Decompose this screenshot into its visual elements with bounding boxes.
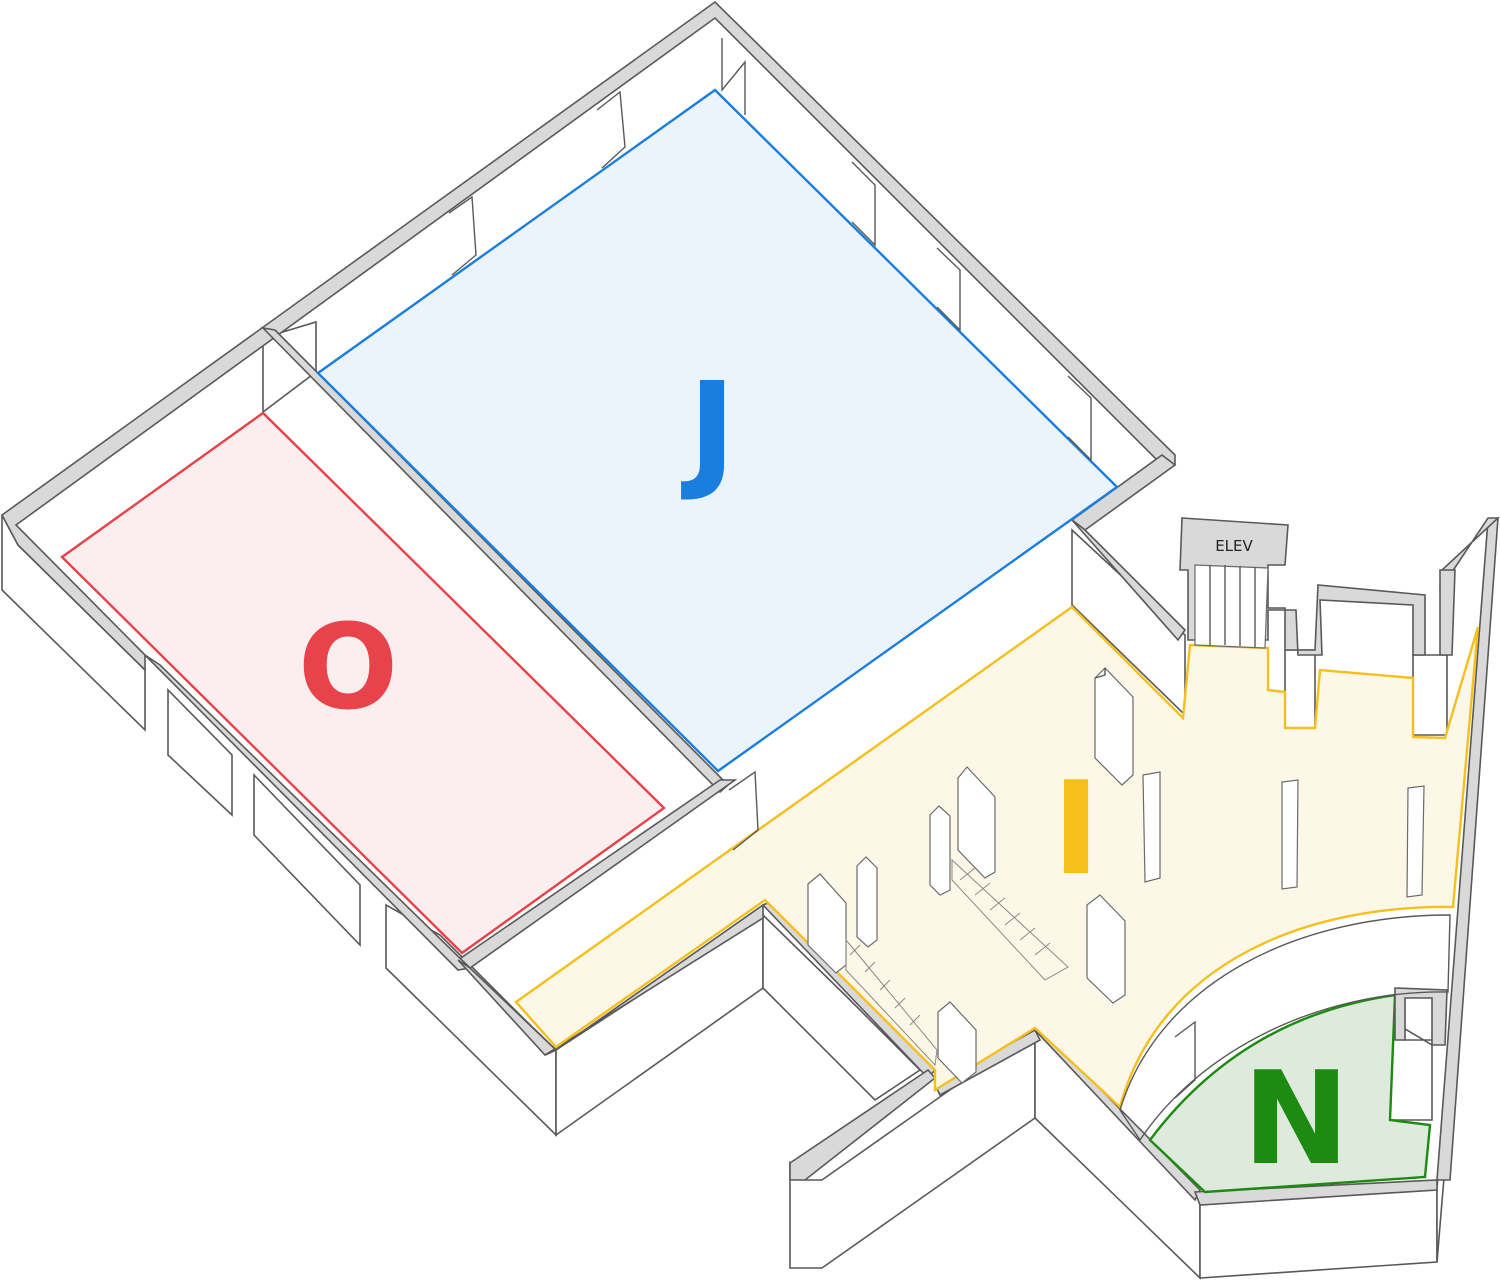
exterior-wall-faces [1,320,1456,1280]
curved-wall [1119,914,1451,1142]
wall-tops [0,0,1500,1206]
door-jambs [448,38,1448,1099]
elevator-label: ELEV [1215,537,1253,555]
room-i-label: I [1052,755,1100,904]
elevator: ELEV [1194,537,1269,649]
room-j-floor[interactable] [316,88,1119,773]
room-j-label: J [680,356,736,505]
room-n-label: N [1242,1045,1349,1194]
room-o-floor[interactable] [60,411,666,955]
pillars [807,667,1425,1084]
room-n-floor[interactable] [1148,993,1432,1194]
room-o-label: O [298,598,398,736]
room-i-floor[interactable] [514,605,1480,1110]
stairs [845,858,1069,1067]
